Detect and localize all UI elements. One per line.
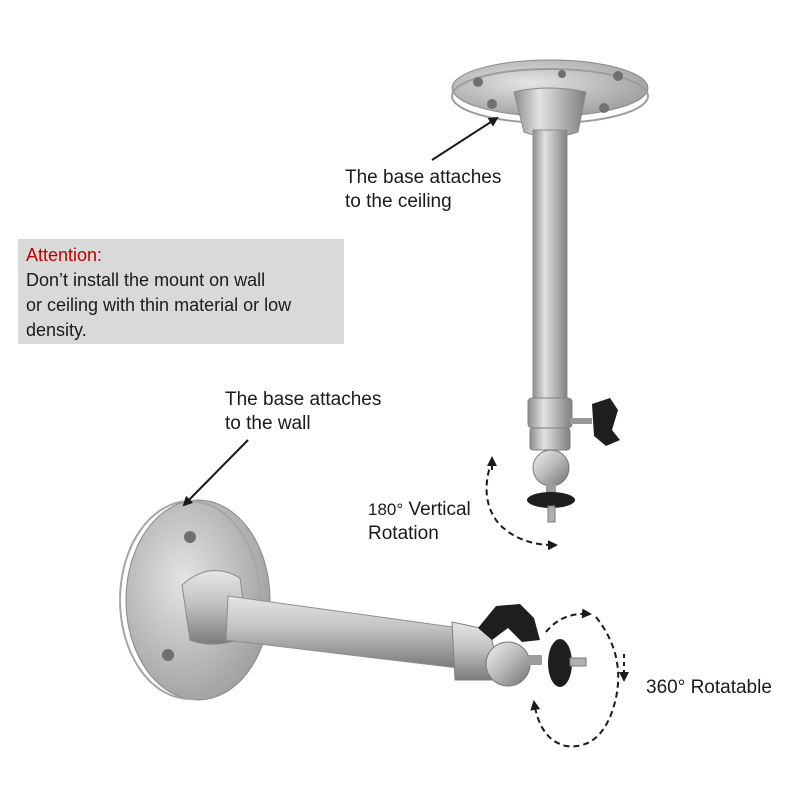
ceiling-camera-plate — [527, 492, 575, 508]
wall-knob — [478, 604, 540, 642]
ceiling-thread-screw — [547, 505, 556, 523]
ceiling-screw-hole — [558, 70, 566, 78]
vertical-rotation-degree: 180° — [368, 500, 404, 519]
wall-mount — [119, 499, 587, 701]
ceiling-screw-hole — [487, 99, 497, 109]
ceiling-pole — [532, 129, 568, 401]
ceiling-callout-line: to the ceiling — [345, 191, 452, 212]
wall-callout: The base attaches to the wall — [225, 388, 381, 436]
rotation-360-arrow — [530, 616, 620, 748]
wall-callout-arrow — [182, 439, 249, 507]
ceiling-screw-hole — [599, 103, 609, 113]
attention-line: or ceiling with thin material or low — [26, 295, 292, 315]
wall-callout-line: The base attaches — [225, 389, 382, 410]
ceiling-mount — [451, 59, 649, 523]
ceiling-callout: The base attaches to the ceiling — [345, 166, 501, 214]
vertical-rotation-line-2: Rotation — [368, 523, 439, 544]
attention-body: Don’t install the mount on wall or ceili… — [26, 268, 342, 343]
rotation-360-arrow-top — [545, 608, 592, 633]
ceiling-screw-hole — [613, 71, 623, 81]
vertical-rotation-label: 180° Vertical Rotation — [368, 498, 471, 546]
wall-screw-hole — [184, 531, 196, 543]
wall-callout-line: to the wall — [225, 413, 311, 434]
attention-title: Attention: — [26, 245, 103, 265]
attention-box: Attention: Don’t install the mount on wa… — [18, 239, 344, 344]
vertical-rotation-word: Vertical — [408, 499, 471, 520]
wall-neck — [528, 655, 542, 665]
ceiling-neck — [546, 484, 556, 494]
ceiling-callout-arrow — [431, 116, 499, 161]
ceiling-callout-line: The base attaches — [345, 167, 502, 188]
wall-ball-joint — [485, 641, 531, 687]
wall-thread-screw — [569, 657, 587, 667]
attention-line: Don’t install the mount on wall — [26, 270, 266, 290]
wall-arm — [225, 595, 461, 669]
ceiling-thumb-screw-stem — [570, 418, 592, 424]
vertical-rotation-arrow — [485, 459, 558, 551]
attention-line: density. — [26, 320, 87, 340]
ceiling-screw-hole — [473, 77, 483, 87]
wall-camera-plate — [548, 639, 572, 687]
vertical-rotation-line-1: 180° Vertical — [368, 498, 471, 522]
rotatable-label: 360° Rotatable — [646, 677, 772, 698]
ceiling-knob — [592, 398, 620, 446]
ceiling-swivel-collar — [527, 397, 573, 429]
wall-screw-hole — [162, 649, 174, 661]
ceiling-ball-joint — [532, 449, 570, 487]
ceiling-swivel-collar-2 — [529, 427, 571, 451]
